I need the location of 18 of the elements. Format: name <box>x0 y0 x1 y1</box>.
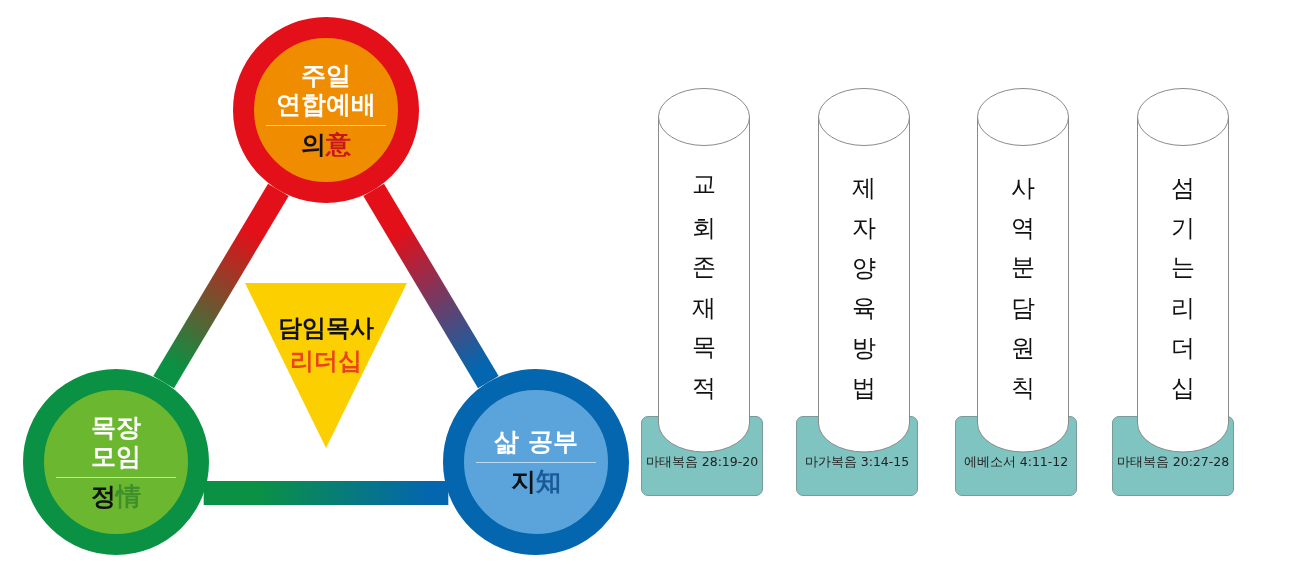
connector-line <box>363 183 499 389</box>
scripture-reference: 에베소서 4:11-12 <box>963 454 1069 471</box>
node-subtitle: 의意 <box>301 129 351 160</box>
pillar-label: 교회존재목적 <box>689 160 719 400</box>
scripture-reference: 마가복음 3:14-15 <box>804 454 910 471</box>
pillar-label: 제자양육방법 <box>849 160 879 400</box>
scripture-reference: 마태복음 28:19-20 <box>645 454 759 471</box>
connector-line <box>153 183 289 389</box>
node-subtitle: 지知 <box>511 467 561 497</box>
connector-line <box>203 481 449 505</box>
node-title: 삶 공부 <box>493 427 579 456</box>
center-text: 리더십 <box>289 346 363 377</box>
node-title: 목장 모임 <box>90 412 142 471</box>
pillar-label: 섬기는리더십 <box>1168 160 1198 400</box>
node-title: 주일 연합예배 <box>275 60 377 119</box>
pillar-label: 사역분담원칙 <box>1008 160 1038 400</box>
scripture-reference: 마태복음 20:27-28 <box>1116 454 1230 471</box>
center-text: 담임목사 <box>277 313 375 344</box>
